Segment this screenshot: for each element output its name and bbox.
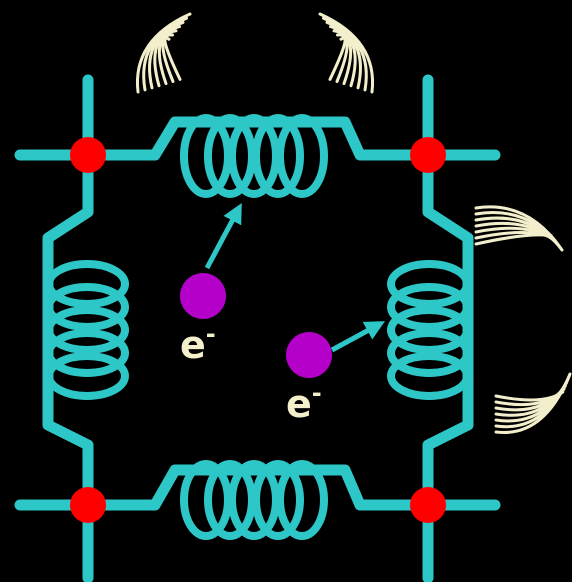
arc-top-left-stroke-6: [161, 33, 175, 83]
coil-left-loop-3: [45, 306, 129, 354]
coil-left-loop-4: [45, 329, 129, 377]
arc-top-right-stroke-7: [328, 36, 347, 81]
electron-1-charge: -: [206, 320, 216, 348]
arc-top-left-stroke-3: [148, 20, 185, 90]
node-top-left: [70, 137, 106, 173]
node-bottom-right: [410, 487, 446, 523]
svg-text:e-: e-: [286, 379, 322, 426]
arc-top-left-stroke-7: [163, 36, 182, 81]
electron-2-symbol: e: [286, 382, 312, 426]
coil-top-loop-4: [252, 114, 304, 198]
arc-top-right-stroke-1: [318, 12, 375, 94]
coil-left-loop-2: [45, 283, 129, 331]
electron-1-symbol: e: [180, 323, 206, 367]
arrow-right: [330, 321, 386, 353]
arc-top-left-stroke-4: [153, 25, 181, 88]
vibration-arcs: [135, 12, 572, 435]
coil-right-loop-1: [387, 260, 471, 308]
svg-text:e-: e-: [180, 320, 216, 367]
node-top-right: [410, 137, 446, 173]
arc-top-right-stroke-4: [329, 25, 357, 88]
electron-2-dot: [286, 332, 332, 378]
coil-left-loop-1: [45, 260, 129, 308]
arc-top-left-stroke-2: [142, 16, 188, 92]
coil-left-loop-5: [45, 352, 129, 400]
lattice-nodes: [70, 137, 446, 523]
arc-right-lower-stroke-7: [494, 390, 565, 402]
spring-coils: [45, 114, 471, 540]
electron-2: e-: [286, 332, 332, 426]
force-arrows: [204, 202, 386, 353]
coil-bottom-loop-5: [276, 460, 328, 540]
electron-1: e-: [180, 273, 226, 367]
arrow-up: [204, 202, 242, 270]
coil-bottom-loop-4: [252, 460, 304, 540]
arc-top-left-stroke-1: [135, 12, 192, 94]
coil-right-loop-3: [387, 306, 471, 354]
arc-top-right-stroke-6: [335, 33, 349, 83]
arc-top-left-stroke-5: [157, 29, 178, 86]
arc-top-right-stroke-5: [332, 29, 353, 86]
coil-top-loop-5: [276, 114, 328, 198]
coil-right-loop-2: [387, 283, 471, 331]
arc-top-right-stroke-2: [322, 16, 368, 92]
electron-2-charge: -: [312, 379, 322, 407]
electron-1-dot: [180, 273, 226, 319]
arc-top-right-stroke-3: [325, 20, 362, 90]
coil-right-loop-4: [387, 329, 471, 377]
coil-right-loop-5: [387, 352, 471, 400]
arc-right-upper-stroke-7: [474, 233, 553, 246]
wire-bottom: [82, 464, 434, 511]
node-bottom-left: [70, 487, 106, 523]
